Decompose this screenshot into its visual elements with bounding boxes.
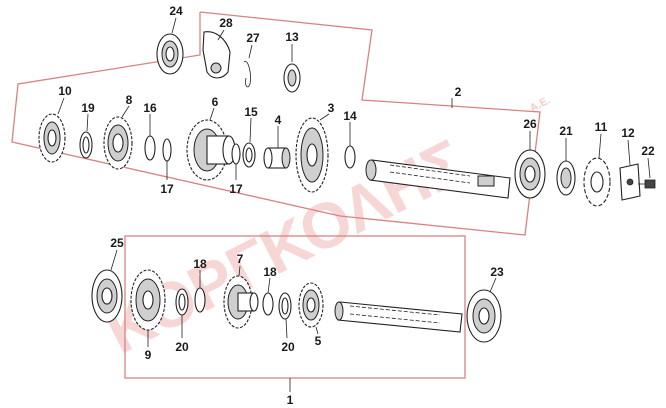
label-21: 21	[559, 124, 573, 138]
label-28: 28	[219, 16, 233, 30]
part-27-spring-clip[interactable]: 27	[243, 31, 260, 88]
label-6: 6	[212, 95, 219, 109]
part-20-washer-left[interactable]: 20	[175, 288, 189, 354]
part-4-bushing[interactable]: 4	[263, 113, 291, 169]
label-24: 24	[169, 4, 183, 18]
part-upper-shaft[interactable]	[365, 159, 511, 199]
label-16: 16	[143, 101, 157, 115]
label-4: 4	[275, 113, 282, 127]
part-19-washer[interactable]: 19	[79, 101, 95, 159]
part-10-gear[interactable]: 10	[38, 84, 72, 163]
part-16-circlip[interactable]: 16	[143, 101, 157, 161]
label-9: 9	[145, 348, 152, 362]
part-22-bolt[interactable]: 22	[638, 144, 656, 189]
part-26-bearing[interactable]: 26	[514, 117, 546, 199]
part-14-washer[interactable]: 14	[343, 109, 357, 169]
label-12: 12	[621, 126, 635, 140]
label-27: 27	[246, 31, 260, 45]
group-label-upper: 2	[455, 85, 462, 99]
label-17-right: 17	[229, 182, 243, 196]
part-18-circlip-right[interactable]: 18	[262, 265, 277, 316]
upper-assembly-frame: 2	[11, 11, 541, 236]
part-17-circlip-left[interactable]: 17	[160, 138, 174, 196]
label-7: 7	[237, 252, 244, 266]
part-lower-shaft[interactable]	[334, 301, 463, 333]
label-13: 13	[285, 30, 299, 44]
part-3-gear[interactable]: 3	[295, 101, 335, 193]
part-5-gear[interactable]: 5	[298, 282, 324, 348]
label-10: 10	[58, 84, 72, 98]
part-12-fixing-plate[interactable]: 12	[619, 126, 641, 201]
part-17-circlip-right[interactable]: 17	[229, 143, 243, 196]
label-5: 5	[315, 334, 322, 348]
part-20-washer-right[interactable]: 20	[278, 292, 295, 354]
part-7-gear[interactable]: 7	[223, 252, 259, 329]
lower-assembly-frame: 1	[124, 235, 466, 407]
label-8: 8	[126, 93, 133, 107]
label-20-right: 20	[281, 340, 295, 354]
label-14: 14	[343, 109, 357, 123]
label-22: 22	[641, 144, 655, 158]
part-23-bearing[interactable]: 23	[466, 265, 504, 343]
group-label-lower: 1	[287, 393, 294, 407]
part-18-circlip-left[interactable]: 18	[193, 257, 207, 313]
label-25: 25	[110, 236, 124, 250]
label-20-left: 20	[175, 340, 189, 354]
part-25-bearing[interactable]: 25	[91, 236, 124, 323]
label-15: 15	[244, 105, 258, 119]
label-19: 19	[81, 101, 95, 115]
part-21-oil-seal[interactable]: 21	[556, 124, 576, 196]
label-11: 11	[595, 120, 608, 134]
part-15-washer[interactable]: 15	[242, 105, 258, 168]
label-23: 23	[490, 265, 504, 279]
part-28-shift-arm[interactable]: 28	[202, 16, 233, 79]
part-24-bearing[interactable]: 24	[156, 4, 184, 75]
part-9-gear[interactable]: 9	[130, 269, 166, 362]
label-18-right: 18	[263, 265, 277, 279]
label-26: 26	[523, 117, 537, 131]
label-18-left: 18	[193, 257, 207, 271]
label-3: 3	[328, 101, 335, 115]
part-13-collar[interactable]: 13	[283, 30, 301, 93]
part-6-gear[interactable]: 6	[186, 95, 236, 181]
label-17-left: 17	[160, 182, 174, 196]
part-11-sprocket[interactable]: 11	[583, 120, 611, 207]
part-8-gear[interactable]: 8	[103, 93, 133, 170]
